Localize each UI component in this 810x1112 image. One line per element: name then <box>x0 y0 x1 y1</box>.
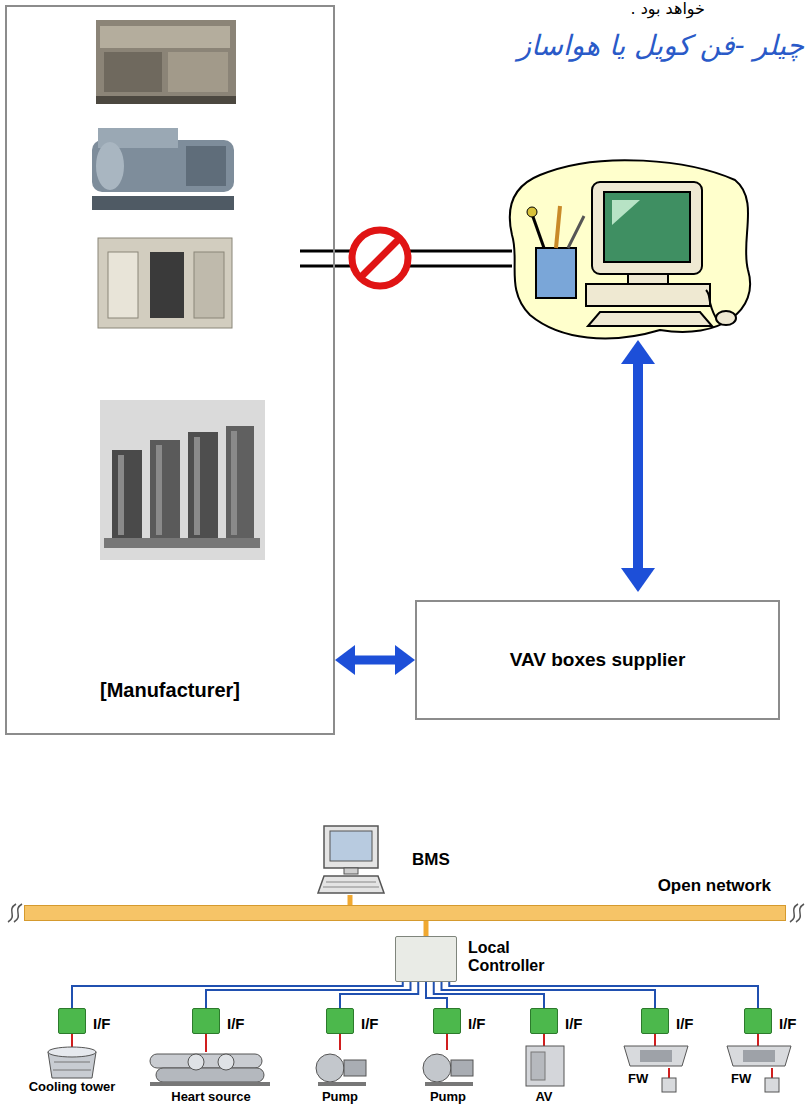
interface-label: I/F <box>227 1015 245 1032</box>
interface-label: I/F <box>361 1015 379 1032</box>
bms-label: BMS <box>412 850 450 870</box>
device-label: Cooling tower <box>28 1080 116 1095</box>
local-controller-box: Local Controller <box>395 936 457 982</box>
arrow-head <box>395 645 415 675</box>
chiller-photo <box>92 128 234 210</box>
persian-note: خواهد بود . <box>630 0 705 18</box>
network-drop <box>426 921 427 936</box>
air-handler-photo <box>98 238 232 328</box>
pump-symbol <box>316 1054 366 1086</box>
device-label: Pump <box>420 1090 476 1105</box>
network-drop <box>350 895 351 905</box>
double-arrow-connector <box>335 645 415 675</box>
interface-box: I/F <box>530 1008 558 1034</box>
interface-box: I/F <box>641 1008 669 1034</box>
tank-photo <box>100 400 265 560</box>
fan-coil-symbol <box>624 1046 688 1092</box>
device-label: FW <box>731 1072 751 1087</box>
connector-line <box>449 982 758 1008</box>
arrow-head <box>335 645 355 675</box>
device-label: Pump <box>312 1090 368 1105</box>
interface-box: I/F <box>326 1008 354 1034</box>
interface-label: I/F <box>93 1015 111 1032</box>
break-mark <box>8 904 804 922</box>
device-label: FW <box>628 1072 648 1087</box>
air-unit-symbol <box>526 1046 564 1086</box>
interface-label: I/F <box>468 1015 486 1032</box>
device-label: AV <box>524 1090 564 1105</box>
interface-label: I/F <box>565 1015 583 1032</box>
supplier-box: VAV boxes supplier <box>415 600 780 720</box>
pump-symbol <box>423 1054 473 1086</box>
computer-icon <box>510 160 750 338</box>
control-wire <box>449 982 758 1008</box>
interface-box: I/F <box>58 1008 86 1034</box>
bms-workstation: BMS <box>318 825 382 895</box>
device-label: Heart source <box>156 1090 266 1105</box>
box-label: VAV boxes supplier <box>510 649 686 671</box>
connector-line <box>340 982 418 1008</box>
connector-line <box>424 921 429 936</box>
connector-line <box>348 895 353 905</box>
interface-box: I/F <box>744 1008 772 1034</box>
heat-source-symbol <box>150 1054 270 1086</box>
network-band: Open network <box>24 905 786 921</box>
controller-label: Local Controller <box>468 939 568 976</box>
manufacturer-panel: [Manufacturer] <box>5 5 335 735</box>
persian-heading: چیلر -فن کویل یا هواساز <box>517 30 804 62</box>
cooling-tower-symbol <box>48 1047 96 1078</box>
interface-box: I/F <box>192 1008 220 1034</box>
interface-label: I/F <box>676 1015 694 1032</box>
equipment-photo <box>96 20 236 104</box>
control-wire <box>340 982 418 1008</box>
double-arrow <box>621 340 655 592</box>
interface-box: I/F <box>433 1008 461 1034</box>
connector-line <box>354 656 396 665</box>
network-label: Open network <box>658 876 771 896</box>
interface-label: I/F <box>779 1015 797 1032</box>
prohibited-link <box>300 230 512 286</box>
fan-coil-symbol <box>727 1046 791 1092</box>
panel-title: [Manufacturer] <box>7 679 333 702</box>
bms-computer-icon <box>318 826 384 893</box>
